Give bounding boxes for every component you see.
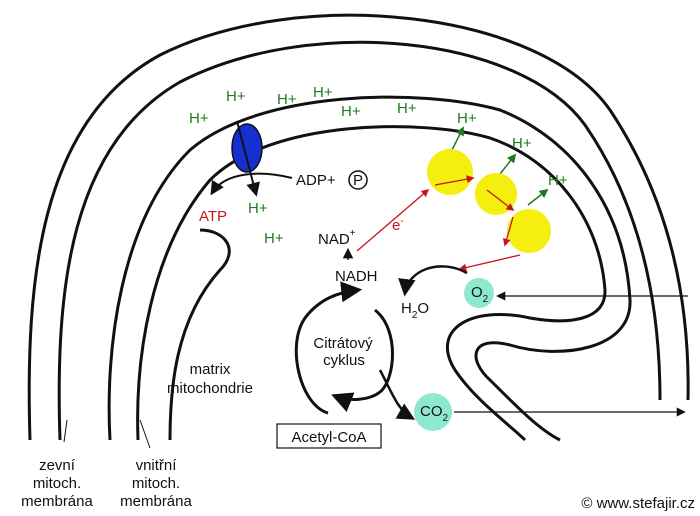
nadh-group: NAD+ NADH [318,228,378,285]
svg-text:matrix: matrix [190,361,231,378]
oxygen: O2 [464,278,688,308]
inner-membrane-label: membrána [120,493,192,510]
proton-label: H+ [341,103,361,120]
adp-label: ADP+ [296,172,336,189]
inner-fold [168,228,231,441]
phosphate-label: P [353,172,363,189]
copyright: © www.stefajir.cz [581,495,695,512]
nadh-label: NADH [335,268,378,285]
electron-transport-chain: e- [356,126,551,272]
proton-label: H+ [226,88,246,105]
citric-acid-cycle: Citrátový cyklus [294,281,416,420]
acetyl-coa: Acetyl-CoA [276,423,382,449]
co2-bubble [414,393,452,431]
proton-label: H+ [264,230,284,247]
outer-membrane-label: mitoch. [33,475,81,492]
oxygen-bubble [464,278,494,308]
oxygen-label: O2 [471,284,489,305]
atp-label: ATP [199,208,227,225]
proton-label: H+ [313,84,333,101]
atp-synthase-channel [231,123,263,173]
matrix-label: matrix mitochondrie [167,361,253,397]
proton-label: H+ [189,110,209,127]
proton-label: H+ [512,135,532,152]
proton-label: H+ [457,110,477,127]
complex-3 [507,209,551,253]
electron-label: e- [392,216,404,234]
nad-label: NAD+ [318,228,356,248]
svg-text:mitochondrie: mitochondrie [167,380,253,397]
membrane-labels: zevní mitoch. membrána vnitřní mitoch. m… [21,419,193,510]
protons: H+ H+ H+ H+ H+ H+ H+ H+ H+ H+ H+ [189,84,568,247]
outer-membrane-label: membrána [21,493,93,510]
atp-synthase: ADP+ P ATP [199,120,368,225]
citric-cycle-label: cyklus [323,352,365,369]
inner-membrane-label: vnitřní [136,457,178,474]
outer-membrane-label: zevní [39,457,76,474]
inner-membrane-label: mitoch. [132,475,180,492]
water-formation: H2O [398,265,468,321]
proton-label: H+ [248,200,268,217]
proton-label: H+ [397,100,417,117]
complex-1 [427,149,473,195]
proton-label: H+ [548,172,568,189]
outer-membrane [27,13,690,441]
citric-cycle-label: Citrátový [313,335,373,352]
co2: CO2 [414,393,686,431]
co2-label: CO2 [420,403,449,424]
water-label: H2O [401,300,429,321]
acetyl-label: Acetyl-CoA [291,429,366,446]
proton-label: H+ [277,91,297,108]
inner-membrane [107,95,632,442]
